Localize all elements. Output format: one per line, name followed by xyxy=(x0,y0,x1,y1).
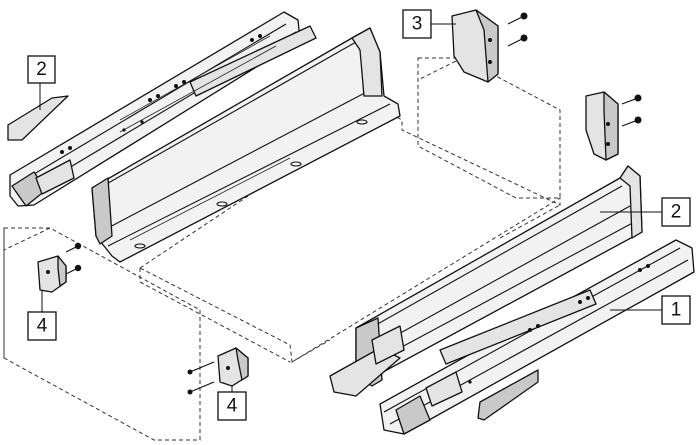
callout-label: 1 xyxy=(671,300,682,321)
left-cover-cap xyxy=(7,95,69,141)
right-side-panel xyxy=(329,165,643,397)
callout-label: 2 xyxy=(671,202,682,223)
screw-icon xyxy=(507,12,528,25)
callout-label: 4 xyxy=(227,396,238,417)
front-bracket-left xyxy=(37,242,82,293)
right-back-bracket xyxy=(585,91,642,161)
callout-label: 4 xyxy=(37,316,48,337)
screw-icon xyxy=(187,361,215,375)
front-bracket-bottom xyxy=(187,347,249,395)
screw-icon xyxy=(187,381,215,395)
screw-icon xyxy=(507,34,528,47)
right-runner xyxy=(379,239,695,435)
screw-icon xyxy=(65,242,82,253)
callout-label: 2 xyxy=(36,59,47,80)
callout-front-bracket-bottom: 4 xyxy=(217,386,247,421)
left-runner xyxy=(9,11,317,207)
screw-icon xyxy=(621,94,642,105)
back-bracket xyxy=(451,9,528,83)
screw-icon xyxy=(65,264,82,275)
left-side-panel xyxy=(91,27,401,263)
callout-right-side-panel: 2 xyxy=(600,197,691,227)
callout-right-runner: 1 xyxy=(610,295,691,325)
callout-label: 3 xyxy=(412,14,423,35)
callout-left-side-panel: 2 xyxy=(27,55,56,110)
right-cover-cap xyxy=(477,369,539,421)
callout-front-bracket-left: 4 xyxy=(27,290,57,341)
screw-icon xyxy=(621,116,642,127)
callout-back-bracket: 3 xyxy=(402,9,456,39)
